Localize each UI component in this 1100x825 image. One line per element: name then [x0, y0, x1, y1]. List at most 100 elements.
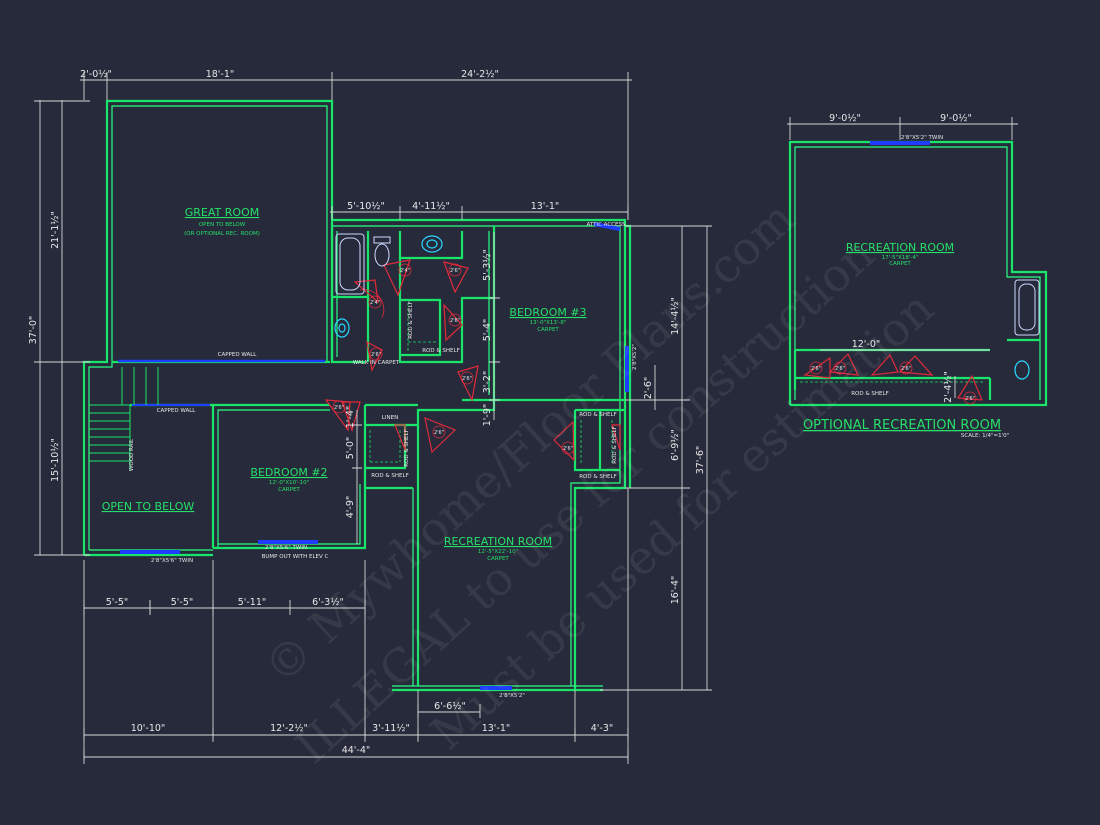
toilet-icon: [374, 243, 390, 267]
door-tag: 2'6": [460, 371, 474, 385]
svg-text:ROD & SHELF: ROD & SHELF: [851, 391, 889, 397]
svg-text:CAPPED WALL: CAPPED WALL: [218, 352, 258, 358]
svg-text:CARPET: CARPET: [889, 261, 911, 267]
svg-text:2'8"X5'6" TWIN: 2'8"X5'6" TWIN: [151, 558, 193, 564]
door-tag: 2'6": [448, 263, 462, 277]
door-tag: 2'4": [368, 295, 382, 309]
svg-text:LINEN: LINEN: [382, 415, 398, 421]
recreation-room-label: RECREATION ROOM: [444, 535, 552, 548]
svg-text:CARPET: CARPET: [537, 327, 559, 333]
svg-text:2'6": 2'6": [965, 396, 975, 402]
bath-fixtures: [334, 233, 443, 338]
svg-text:17'-5"X18'-4": 17'-5"X18'-4": [882, 255, 919, 261]
svg-text:2'6": 2'6": [835, 366, 845, 372]
annotation-labels: CAPPED WALL CAPPED WALL ATTIC ACCESS LIN…: [129, 135, 943, 699]
svg-text:12'-2½": 12'-2½": [270, 723, 308, 734]
svg-text:37'-0": 37'-0": [28, 316, 39, 345]
door-tags: 2'4" 2'4" 2'6" 2'6" 2'6" 2'6" 2'6" 2'6" …: [332, 263, 977, 455]
door-tag: 2'6": [833, 361, 847, 375]
bathtub-icon: [1014, 279, 1040, 336]
svg-text:ROD & SHELF: ROD & SHELF: [579, 474, 617, 480]
bedroom3-label: BEDROOM #3: [509, 306, 586, 319]
svg-text:ROD & SHELF: ROD & SHELF: [579, 412, 617, 418]
svg-text:12'-0"X10'-10": 12'-0"X10'-10": [269, 480, 309, 486]
svg-text:2'-6": 2'-6": [643, 377, 654, 400]
svg-text:5'-4": 5'-4": [482, 319, 493, 342]
svg-text:2'6": 2'6": [450, 268, 460, 274]
svg-text:21'-1½": 21'-1½": [50, 211, 61, 249]
svg-text:2'-4½": 2'-4½": [943, 371, 954, 403]
closet-shelves: [369, 303, 613, 465]
door-tag: 2'6": [448, 313, 462, 327]
svg-text:5'-11": 5'-11": [238, 597, 267, 608]
svg-text:ATTIC ACCESS: ATTIC ACCESS: [587, 222, 626, 228]
bedroom2-label: BEDROOM #2: [250, 466, 327, 479]
svg-text:3'-11½": 3'-11½": [372, 723, 410, 734]
svg-text:3'-2": 3'-2": [482, 371, 493, 394]
sink-icon: [1014, 360, 1030, 380]
svg-text:(OR OPTIONAL REC. ROOM): (OR OPTIONAL REC. ROOM): [184, 231, 260, 237]
svg-text:WALK IN CARPET: WALK IN CARPET: [353, 360, 400, 366]
svg-text:ROD & SHELF: ROD & SHELF: [612, 426, 618, 464]
svg-text:14'-4½": 14'-4½": [670, 297, 681, 335]
bathtub-icon: [335, 233, 365, 295]
svg-text:ROD & SHELF: ROD & SHELF: [371, 473, 409, 479]
door-tag: 2'4": [398, 263, 412, 277]
svg-text:CARPET: CARPET: [278, 487, 300, 493]
svg-text:6'-3½": 6'-3½": [312, 597, 344, 608]
svg-text:15'-10½": 15'-10½": [50, 438, 61, 482]
svg-text:6'-6½": 6'-6½": [434, 701, 466, 712]
opt-rec-room-label: RECREATION ROOM: [846, 241, 954, 254]
svg-text:1'-4": 1'-4": [345, 406, 356, 429]
room-labels: GREAT ROOM OPEN TO BELOW (OR OPTIONAL RE…: [102, 206, 1009, 562]
svg-text:ROD & SHELF: ROD & SHELF: [404, 429, 410, 467]
svg-text:10'-10": 10'-10": [131, 723, 166, 734]
svg-text:13'-0"X13'-8": 13'-0"X13'-8": [530, 320, 567, 326]
svg-text:6'-9½": 6'-9½": [670, 429, 681, 461]
svg-text:13'-1": 13'-1": [482, 723, 511, 734]
svg-text:2'8"X5'2" TWIN: 2'8"X5'2" TWIN: [901, 135, 943, 141]
svg-text:2'6": 2'6": [462, 376, 472, 382]
svg-text:2'6": 2'6": [334, 405, 344, 411]
svg-text:5'-10½": 5'-10½": [347, 201, 385, 212]
svg-text:4'-9": 4'-9": [345, 496, 356, 519]
door-tag: 2'6": [432, 425, 446, 439]
svg-text:2'6": 2'6": [563, 446, 573, 452]
svg-text:2'6": 2'6": [434, 430, 444, 436]
svg-text:2'8"X5'2": 2'8"X5'2": [499, 693, 525, 699]
svg-text:2'8"X5'6" TWIN: 2'8"X5'6" TWIN: [265, 545, 307, 551]
windows: [120, 222, 629, 690]
optional-title: OPTIONAL RECREATION ROOM: [803, 418, 1001, 433]
svg-text:2'6": 2'6": [901, 366, 911, 372]
svg-text:24'-2½": 24'-2½": [461, 69, 499, 80]
svg-text:CAPPED WALL: CAPPED WALL: [157, 408, 197, 414]
svg-text:18'-1": 18'-1": [206, 69, 235, 80]
sink-icon: [334, 318, 350, 338]
svg-text:ROD & SHELF: ROD & SHELF: [422, 348, 460, 354]
svg-text:2'8"X5'2": 2'8"X5'2": [632, 344, 638, 370]
svg-text:CARPET: CARPET: [487, 556, 509, 562]
door-tag: 2'6": [963, 391, 977, 405]
door-tag: 2'6": [809, 361, 823, 375]
svg-text:5'-3½": 5'-3½": [482, 249, 493, 281]
great-room-label: GREAT ROOM: [185, 206, 259, 219]
svg-text:5'-5": 5'-5": [171, 597, 194, 608]
dimension-lines: [34, 72, 712, 764]
svg-text:12'-0": 12'-0": [852, 339, 881, 350]
door-tag: 2'6": [561, 441, 575, 455]
optional-scale: SCALE: 1/4"=1'0": [961, 433, 1009, 439]
svg-text:5'-0": 5'-0": [345, 437, 356, 460]
svg-text:16'-4": 16'-4": [670, 576, 681, 605]
svg-text:BUMP OUT WITH ELEV C: BUMP OUT WITH ELEV C: [262, 554, 329, 560]
watermark: © Mywhome/Floor Plans.com ILLEGAL to use…: [253, 190, 943, 774]
svg-text:37'-6": 37'-6": [695, 446, 706, 475]
dimension-text: 2'-0½" 18'-1" 24'-2½" 5'-10½" 4'-11½" 13…: [28, 69, 972, 756]
svg-text:4'-3": 4'-3": [591, 723, 614, 734]
svg-text:9'-0½": 9'-0½": [829, 113, 861, 124]
svg-text:44'-4": 44'-4": [342, 745, 371, 756]
door-tag: 2'6": [332, 400, 346, 414]
svg-text:2'4": 2'4": [370, 300, 380, 306]
svg-text:2'-0½": 2'-0½": [80, 69, 112, 80]
svg-text:12'-5"X22'-10": 12'-5"X22'-10": [478, 549, 518, 555]
